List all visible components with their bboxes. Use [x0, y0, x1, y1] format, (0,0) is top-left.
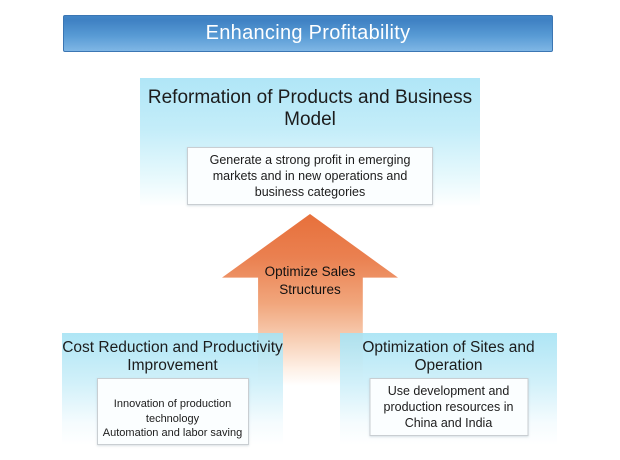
cost-reduction-detail-text: Innovation of production technology Auto…	[102, 398, 243, 439]
sites-optimization-box: Optimization of Sites and Operation Use …	[340, 333, 557, 445]
sites-optimization-title: Optimization of Sites and Operation	[362, 339, 535, 374]
reformation-detail-box: Generate a strong profit in emerging mar…	[187, 147, 433, 205]
cost-reduction-detail-box: Innovation of production technology Auto…	[96, 378, 249, 446]
reformation-box: Reformation of Products and Business Mod…	[140, 78, 480, 207]
title-banner: Enhancing Profitability	[63, 15, 553, 52]
sites-optimization-detail-text: Use development and production resources…	[383, 384, 514, 430]
reformation-detail-text: Generate a strong profit in emerging mar…	[209, 153, 411, 199]
sites-optimization-detail-box: Use development and production resources…	[369, 378, 528, 436]
cost-reduction-box: Cost Reduction and Productivity Improvem…	[62, 333, 283, 446]
page-title: Enhancing Profitability	[205, 22, 411, 44]
up-arrow-label: Optimize Sales Structures	[264, 264, 356, 297]
cost-reduction-title: Cost Reduction and Productivity Improvem…	[62, 339, 283, 374]
reformation-title: Reformation of Products and Business Mod…	[147, 87, 473, 131]
